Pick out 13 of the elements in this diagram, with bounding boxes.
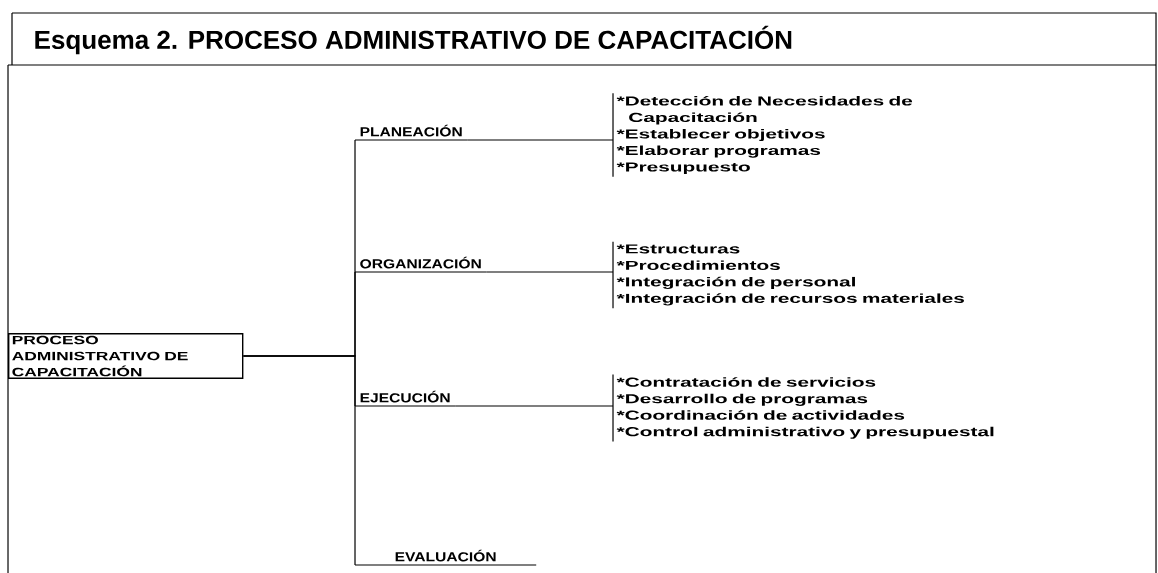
- item-list: *Detección de Necesidades de Capacitación *Establecer objetivos *Elaborar programas *Presupuesto: [612, 92, 913, 178]
- connector-line: [454, 405, 614, 407]
- branch-label: EJECUCIÓN: [354, 390, 456, 407]
- connector-line: [466, 139, 614, 141]
- branch-label: EVALUACIÓN: [354, 549, 537, 566]
- branch-label: ORGANIZACIÓN: [354, 256, 487, 273]
- item-list: *Contratación de servicios *Desarrollo de programas *Coordinación de actividades *Control administrativo y presupuestal: [612, 373, 994, 443]
- title: Esquema 2. PROCESO ADMINISTRATIVO DE CAPACITACIÓN: [35, 25, 792, 55]
- connector-line: [242, 355, 356, 566]
- connector-line: [485, 271, 614, 273]
- process-box: PROCESO ADMINISTRATIVO DE CAPACITACIÓN: [8, 333, 244, 379]
- item-list: *Estructuras *Procedimientos *Integración de personal *Integración de recursos materiales: [612, 241, 964, 309]
- branch-label: PLANEACIÓN: [354, 124, 468, 141]
